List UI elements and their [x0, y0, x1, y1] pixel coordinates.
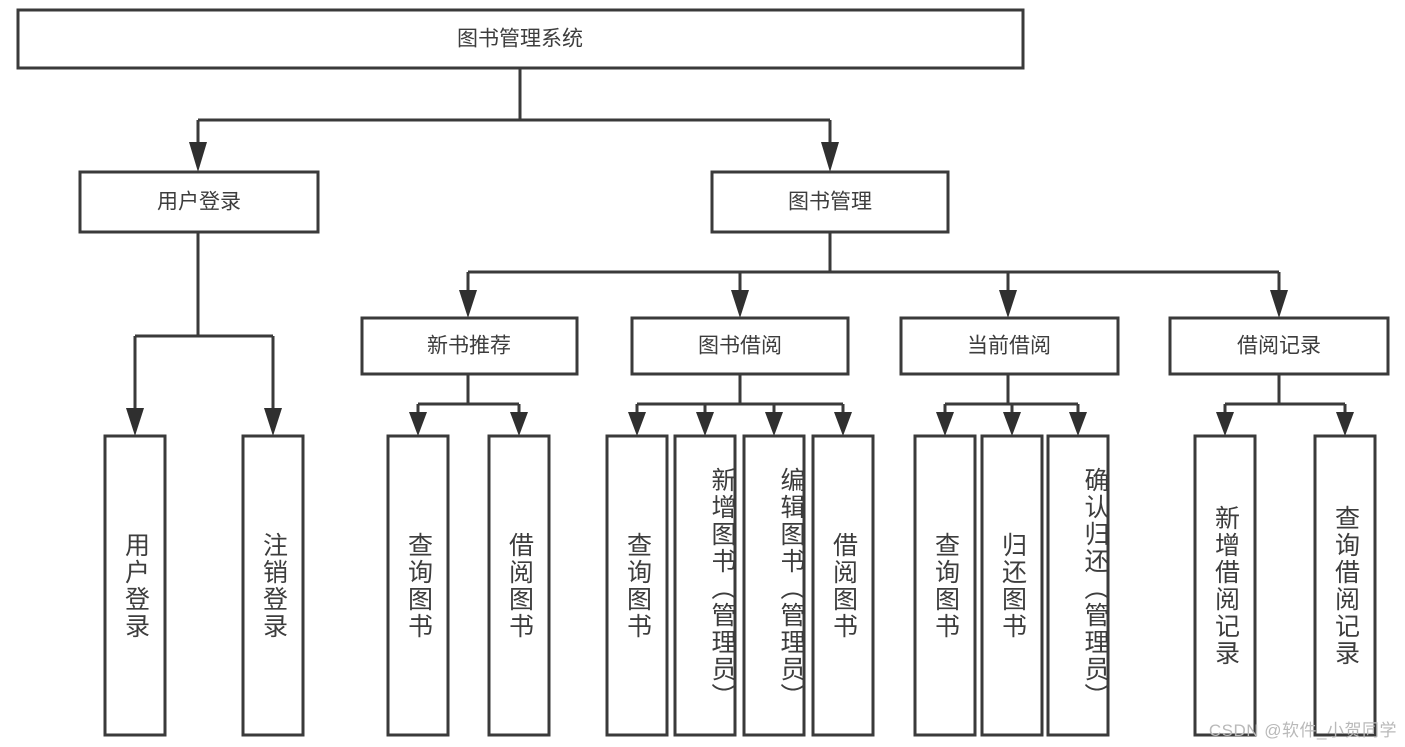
node-box-leaf-logout-login[interactable]: [241, 434, 305, 737]
arrowhead-current-borrow: [999, 290, 1017, 318]
arrowhead-book-management: [821, 142, 839, 172]
node-label-new-book-recommend: 新书推荐: [427, 335, 511, 358]
arrowhead-leaf-edit-book: [765, 412, 783, 436]
node-box-leaf-borrow-book-1[interactable]: [487, 434, 551, 737]
node-box-leaf-borrow-book-2[interactable]: [811, 434, 875, 737]
node-box-leaf-query-record[interactable]: [1313, 434, 1377, 737]
node-box-leaf-query-book-3[interactable]: [913, 434, 977, 737]
arrowhead-leaf-logout-login: [264, 408, 282, 436]
node-label-borrow-record: 借阅记录: [1237, 335, 1321, 358]
arrowhead-leaf-borrow-book-1: [510, 412, 528, 436]
node-box-user-login[interactable]: [78, 170, 320, 234]
arrowhead-leaf-query-book-2: [628, 412, 646, 436]
arrowhead-leaf-query-record: [1336, 412, 1354, 436]
node-box-leaf-add-record[interactable]: [1193, 434, 1257, 737]
node-label-title: 图书管理系统: [457, 28, 583, 51]
arrowhead-leaf-confirm-return: [1069, 412, 1087, 436]
watermark-text: CSDN @软件_小贺同学: [1208, 721, 1397, 740]
arrowhead-user-login: [189, 142, 207, 172]
node-borrow-record[interactable]: 借阅记录: [1168, 316, 1390, 376]
node-box-leaf-query-book-1[interactable]: [386, 434, 450, 737]
node-label-user-login: 用户登录: [157, 191, 241, 214]
arrowhead-leaf-query-book-3: [936, 412, 954, 436]
node-user-login[interactable]: 用户登录: [78, 170, 320, 234]
arrowhead-leaf-add-record: [1216, 412, 1234, 436]
node-box-leaf-add-book[interactable]: [673, 434, 737, 737]
node-box-book-management[interactable]: [710, 170, 950, 234]
arrowhead-leaf-add-book: [696, 412, 714, 436]
node-box-book-borrow[interactable]: [630, 316, 850, 376]
node-label-book-management: 图书管理: [788, 191, 872, 214]
arrowhead-leaf-return-book: [1003, 412, 1021, 436]
node-current-borrow[interactable]: 当前借阅: [899, 316, 1120, 376]
node-box-leaf-edit-book[interactable]: [742, 434, 806, 737]
node-book-management[interactable]: 图书管理: [710, 170, 950, 234]
arrowhead-leaf-query-book-1: [409, 412, 427, 436]
node-box-leaf-return-book[interactable]: [980, 434, 1044, 737]
connectors: [126, 68, 1354, 436]
arrowhead-leaf-borrow-book-2: [834, 412, 852, 436]
arrowhead-book-borrow: [731, 290, 749, 318]
node-box-leaf-confirm-return[interactable]: [1046, 434, 1110, 737]
arrowhead-borrow-record: [1270, 290, 1288, 318]
node-book-management-system[interactable]: 图书管理系统: [16, 8, 1025, 70]
node-book-borrow[interactable]: 图书借阅: [630, 316, 850, 376]
node-box-leaf-user-login[interactable]: [103, 434, 167, 737]
node-box-current-borrow[interactable]: [899, 316, 1120, 376]
node-label-book-borrow: 图书借阅: [698, 335, 782, 358]
arrowhead-new-book-recommend: [459, 290, 477, 318]
node-label-current-borrow: 当前借阅: [967, 335, 1051, 358]
node-box-new-book-recommend[interactable]: [360, 316, 579, 376]
node-box-borrow-record[interactable]: [1168, 316, 1390, 376]
node-new-book-recommend[interactable]: 新书推荐: [360, 316, 579, 376]
node-box-title[interactable]: [16, 8, 1025, 70]
arrowhead-leaf-user-login: [126, 408, 144, 436]
node-box-leaf-query-book-2[interactable]: [605, 434, 669, 737]
